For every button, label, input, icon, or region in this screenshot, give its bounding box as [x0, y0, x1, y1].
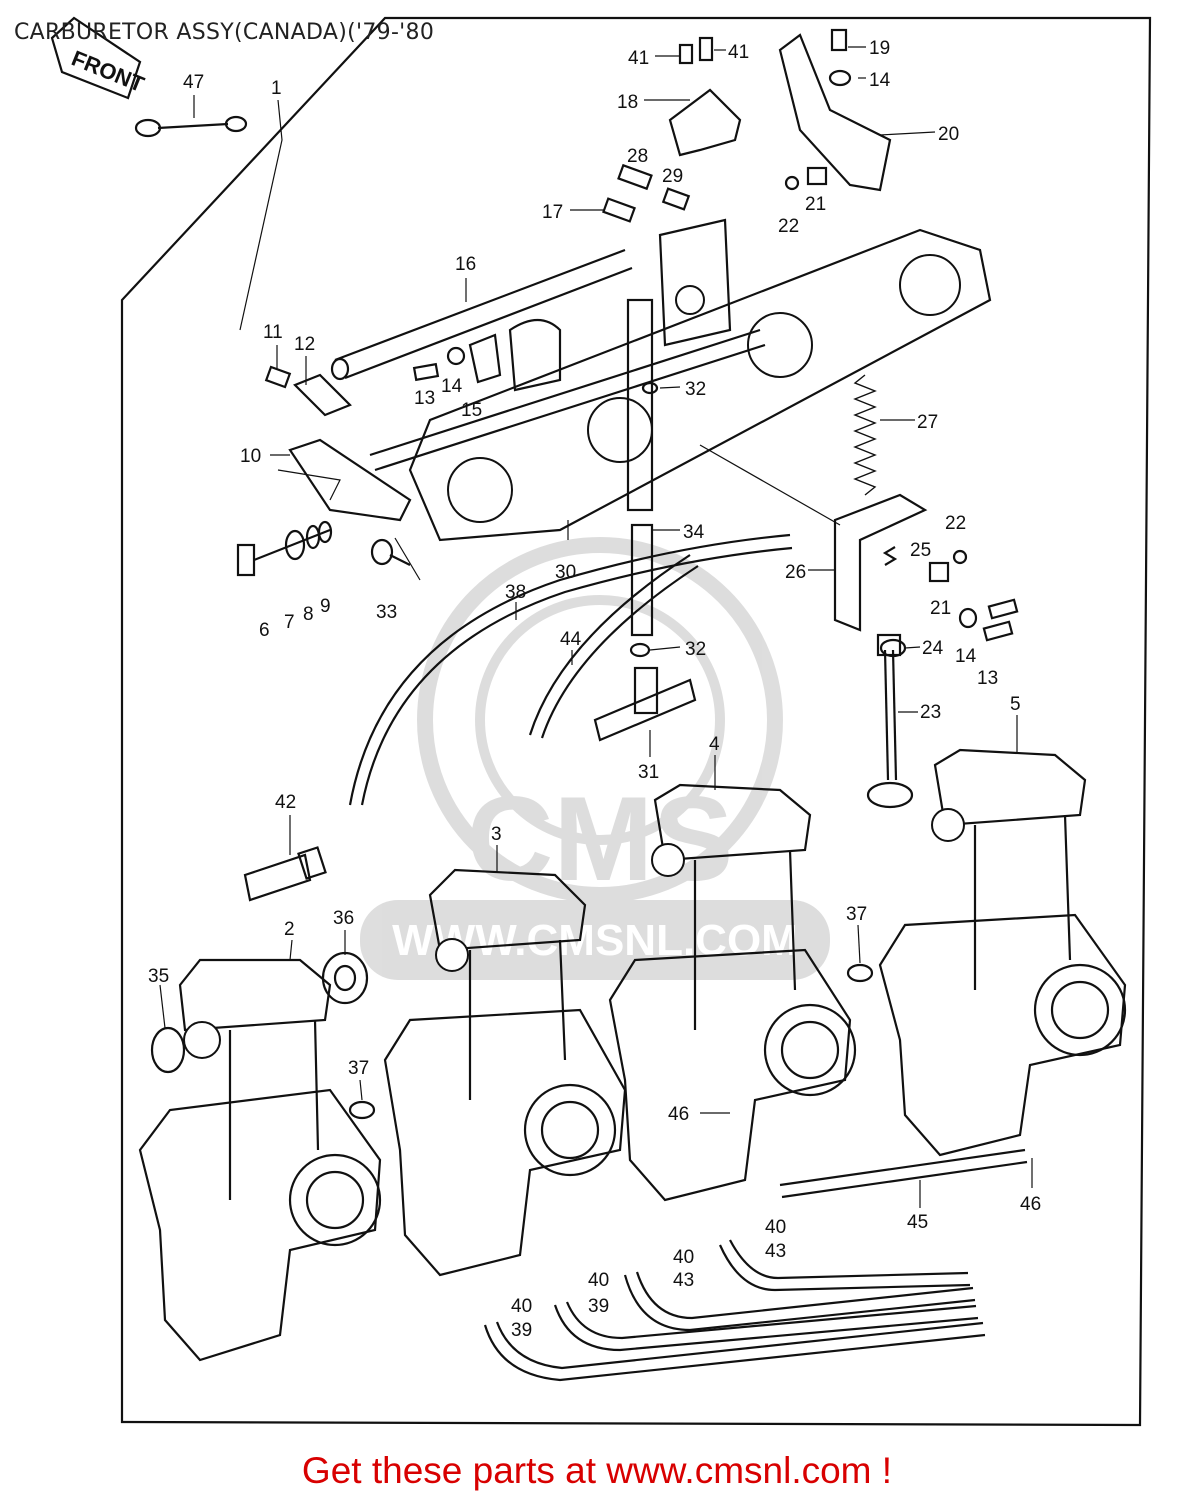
- carburetor-5: [878, 748, 1127, 1157]
- callout-32-upper: 32: [685, 379, 706, 400]
- bracket-18: [668, 88, 742, 157]
- promo-footer-link[interactable]: Get these parts at www.cmsnl.com !: [301, 1450, 893, 1491]
- callout-2: 2: [284, 919, 295, 940]
- callout-30: 30: [555, 562, 576, 583]
- callout-32-lower: 32: [685, 639, 706, 660]
- cap-35: [150, 1026, 186, 1074]
- callout-46-right: 46: [1020, 1194, 1041, 1215]
- hose-44: [528, 554, 699, 739]
- callout-26: 26: [785, 562, 806, 583]
- callout-42: 42: [275, 792, 296, 813]
- callout-25: 25: [910, 540, 931, 561]
- callout-43-b: 43: [673, 1270, 694, 1291]
- throttle-shaft: [330, 248, 633, 381]
- nipple-42: [243, 846, 327, 902]
- small-fasteners: [264, 28, 1019, 658]
- callout-21-upper: 21: [805, 194, 826, 215]
- callout-labels: 1 2 3 4 5 6 7 8 9 10 11 12 13 14 15 16 1…: [148, 38, 1041, 1341]
- callout-7: 7: [284, 612, 295, 633]
- hose-38: [348, 533, 793, 806]
- callout-29: 29: [662, 166, 683, 187]
- callout-14-lower: 14: [955, 646, 977, 667]
- diagram-title: CARBURETOR ASSY(CANADA)('79-'80: [14, 20, 435, 45]
- callout-12: 12: [294, 334, 315, 355]
- callout-18: 18: [617, 92, 638, 113]
- tee-fitting: [593, 666, 697, 742]
- callout-22-lower: 22: [945, 513, 966, 534]
- callout-38: 38: [505, 582, 526, 603]
- throttle-cam-10: [288, 438, 412, 522]
- callout-11: 11: [263, 322, 283, 343]
- callout-40-b: 40: [673, 1247, 694, 1268]
- callout-40-d: 40: [511, 1296, 532, 1317]
- screw-33: [370, 538, 411, 566]
- callout-43-a: 43: [765, 1241, 786, 1262]
- callout-47: 47: [183, 72, 204, 93]
- callout-22-upper: 22: [778, 216, 799, 237]
- callout-24: 24: [922, 638, 944, 659]
- cms-watermark: CMS WWW.CMSNL.COM: [360, 537, 830, 980]
- callout-8: 8: [303, 604, 314, 625]
- pipe-34: [626, 298, 654, 637]
- carburetor-3: [383, 868, 627, 1277]
- callout-46-left: 46: [668, 1104, 689, 1125]
- wire-clip: [134, 115, 248, 138]
- choke-lever-20: [778, 33, 892, 192]
- callout-3: 3: [491, 824, 502, 845]
- callout-37-right: 37: [846, 904, 867, 925]
- link-bar: [369, 328, 766, 472]
- bracket-26: [833, 493, 928, 632]
- carburetor-2: [138, 958, 382, 1362]
- watermark-logo-text: CMS: [467, 772, 734, 906]
- callout-15: 15: [461, 400, 482, 421]
- callout-36: 36: [333, 908, 354, 929]
- callout-35: 35: [148, 966, 169, 987]
- hose-45: [779, 1148, 1028, 1199]
- adjusting-screw-23: [866, 633, 914, 809]
- callout-5: 5: [1010, 694, 1021, 715]
- drain-hoses-39-43: [483, 1239, 986, 1382]
- collar-37-right: [846, 963, 874, 983]
- leader-lines: [159, 46, 1033, 1208]
- callout-45: 45: [907, 1212, 928, 1233]
- callout-28: 28: [627, 146, 648, 167]
- assembly-boundary: [120, 16, 1152, 1427]
- callout-10: 10: [240, 446, 261, 467]
- callout-1: 1: [271, 78, 282, 99]
- callout-34: 34: [683, 522, 705, 543]
- callout-14-top: 14: [441, 376, 463, 397]
- callout-19: 19: [869, 38, 890, 59]
- callout-41-right: 41: [728, 42, 749, 63]
- callout-37-left: 37: [348, 1058, 369, 1079]
- callout-13-top: 13: [414, 388, 435, 409]
- callout-40-c: 40: [588, 1270, 609, 1291]
- return-spring: [853, 374, 877, 496]
- callout-33: 33: [376, 602, 397, 623]
- callout-13-lower: 13: [977, 668, 998, 689]
- collar-37-left: [348, 1100, 376, 1120]
- callout-21-lower: 21: [930, 598, 951, 619]
- callout-39-b: 39: [511, 1320, 532, 1341]
- callout-31: 31: [638, 762, 659, 783]
- bracket-block: [508, 218, 732, 392]
- carburetor-4: [608, 783, 857, 1202]
- callout-20: 20: [938, 124, 959, 145]
- callout-6: 6: [259, 620, 270, 641]
- callout-39-a: 39: [588, 1296, 609, 1317]
- callout-40-a: 40: [765, 1217, 786, 1238]
- callout-23: 23: [920, 702, 941, 723]
- callout-16: 16: [455, 254, 476, 275]
- callout-27: 27: [917, 412, 938, 433]
- callout-9: 9: [320, 596, 331, 617]
- callout-17: 17: [542, 202, 563, 223]
- carburetor-holder-plate: [408, 228, 992, 542]
- adjuster-screw-6: [236, 520, 333, 577]
- callout-44: 44: [560, 629, 582, 650]
- callout-14-upper: 14: [869, 70, 891, 91]
- callout-4: 4: [709, 734, 720, 755]
- callout-41-left: 41: [628, 48, 649, 69]
